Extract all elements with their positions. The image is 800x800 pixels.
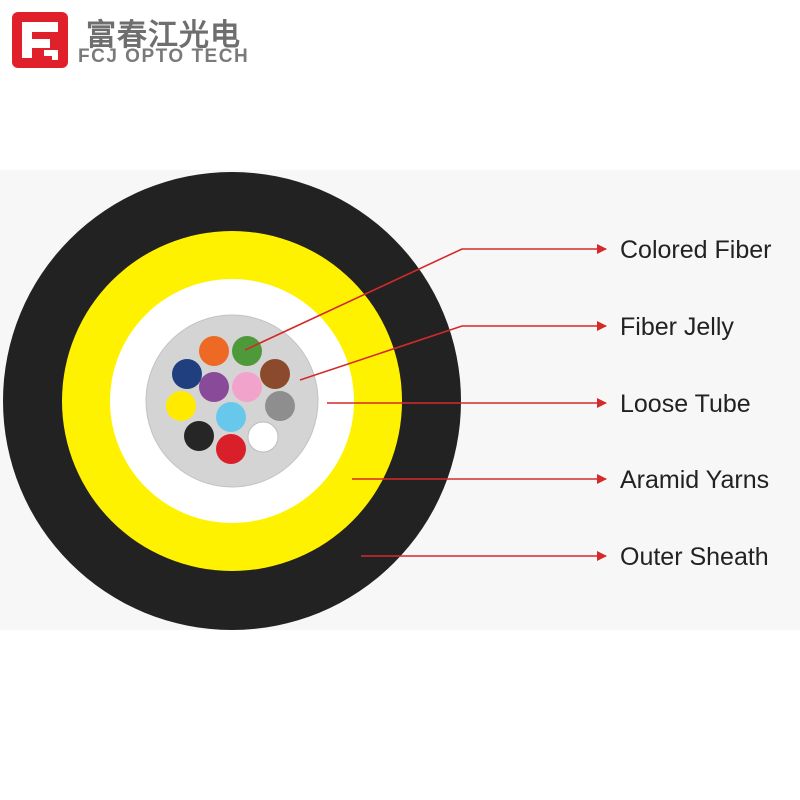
fiber-rose xyxy=(232,372,262,402)
label-fiber-jelly: Fiber Jelly xyxy=(620,313,734,341)
logo-english-name: FCJ OPTO TECH xyxy=(78,46,250,67)
label-aramid-yarns: Aramid Yarns xyxy=(620,466,770,494)
label-colored-fiber: Colored Fiber xyxy=(620,236,772,264)
fiber-black xyxy=(184,421,214,451)
fiber-blue xyxy=(172,359,202,389)
colored-fibers xyxy=(166,336,295,464)
label-outer-sheath: Outer Sheath xyxy=(620,543,769,571)
fiber-slate xyxy=(265,391,295,421)
callout-line-fiber-jelly xyxy=(299,321,607,381)
fiber-green xyxy=(232,336,262,366)
fiber-brown xyxy=(260,359,290,389)
fiber-white xyxy=(247,421,279,453)
fiber-aqua xyxy=(216,402,246,432)
fiber-red xyxy=(216,434,246,464)
fcj-logo-icon xyxy=(12,12,68,68)
callout-lines xyxy=(244,244,607,561)
fiber-yellow xyxy=(166,391,196,421)
logo-chinese-name: 富春江光电 xyxy=(86,18,241,53)
fiber-orange xyxy=(199,336,229,366)
company-logo: 富春江光电 FCJ OPTO TECH xyxy=(10,10,270,70)
callout-line-colored-fiber xyxy=(244,244,607,351)
label-loose-tube: Loose Tube xyxy=(620,390,751,418)
fiber-violet xyxy=(199,372,229,402)
